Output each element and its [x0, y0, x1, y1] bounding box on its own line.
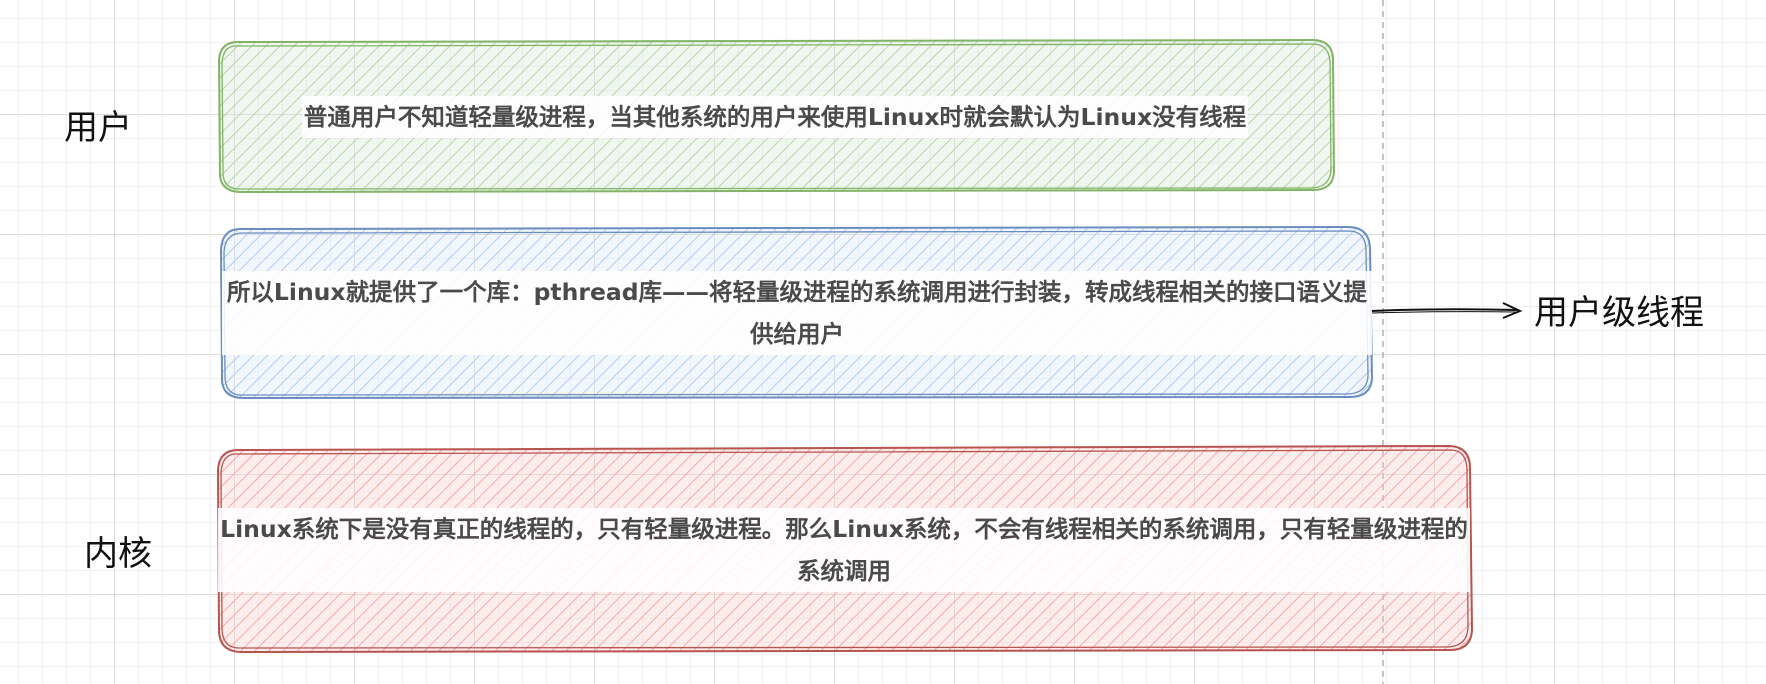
- kernel-label: 内核: [84, 534, 152, 574]
- library-box-label: 所以Linux就提供了一个库：pthread库——将轻量级进程的系统调用进行封装…: [222, 271, 1372, 355]
- user-space-box-text: 普通用户不知道轻量级进程，当其他系统的用户来使用Linux时就会默认为Linux…: [220, 42, 1330, 192]
- user-space-box-label: 普通用户不知道轻量级进程，当其他系统的用户来使用Linux时就会默认为Linux…: [301, 96, 1249, 138]
- kernel-box-label: Linux系统下是没有真正的线程的，只有轻量级进程。那么Linux系统，不会有线…: [218, 508, 1470, 592]
- user-level-thread-label: 用户级线程: [1534, 293, 1704, 333]
- kernel-box-text: Linux系统下是没有真正的线程的，只有轻量级进程。那么Linux系统，不会有线…: [218, 450, 1470, 650]
- arrow-to-user-level-thread: [1370, 302, 1523, 319]
- user-label: 用户: [64, 108, 132, 148]
- library-box-text: 所以Linux就提供了一个库：pthread库——将轻量级进程的系统调用进行封装…: [222, 229, 1372, 397]
